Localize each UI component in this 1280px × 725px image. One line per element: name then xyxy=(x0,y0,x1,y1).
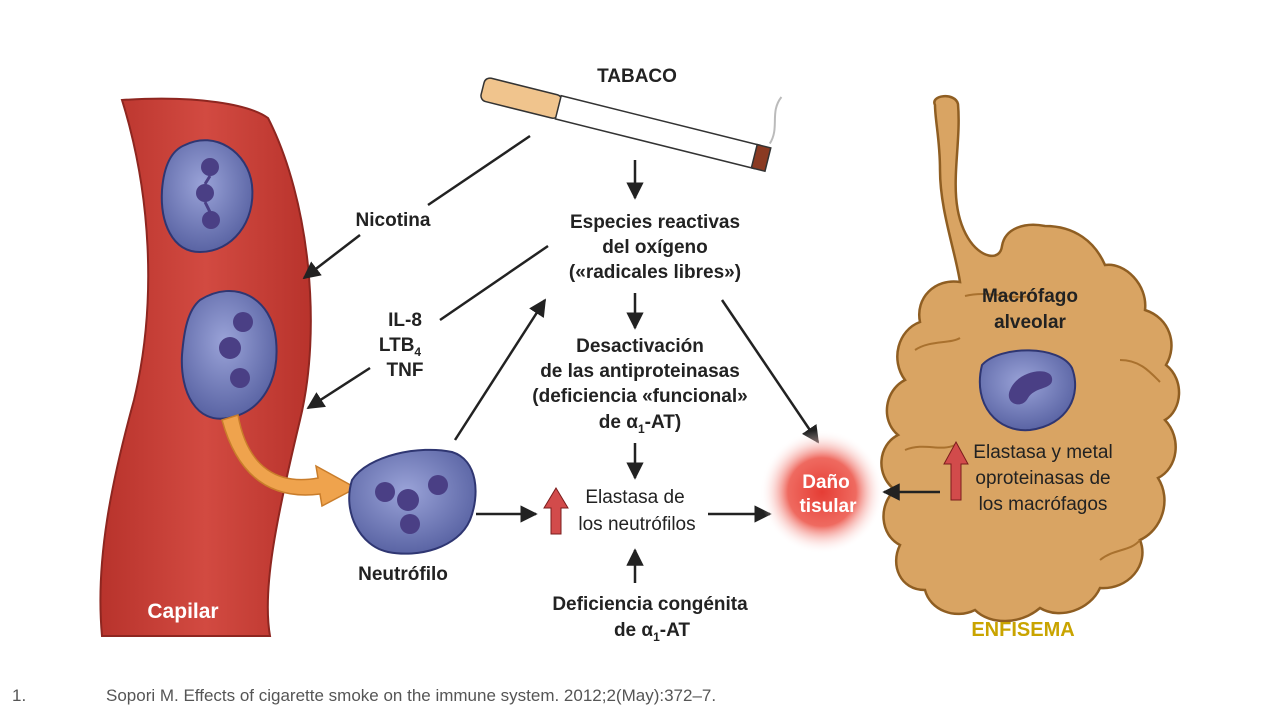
enfisema-label: ENFISEMA xyxy=(971,619,1074,641)
svg-text:Daño: Daño xyxy=(802,472,850,493)
svg-text:del oxígeno: del oxígeno xyxy=(602,237,708,258)
increase-arrow-macrophage xyxy=(943,440,969,501)
svg-text:Macrófago: Macrófago xyxy=(982,286,1078,307)
neutrofilo-label: Neutrófilo xyxy=(358,564,448,585)
increase-arrow-neutrophil xyxy=(543,487,569,535)
svg-text:oproteinasas de: oproteinasas de xyxy=(975,468,1110,489)
svg-text:Desactivación: Desactivación xyxy=(576,336,704,357)
congenita-block: Deficiencia congénita de α1-AT xyxy=(552,594,748,644)
svg-text:de α1-AT): de α1-AT) xyxy=(599,412,681,436)
elastasa-neutrofilos-block: Elastasa de los neutrófilos xyxy=(578,487,695,535)
svg-text:de α1-AT: de α1-AT xyxy=(614,620,690,644)
dano-tisular-circle xyxy=(760,430,884,554)
mediators-arrow xyxy=(306,366,371,410)
svg-text:los neutrófilos: los neutrófilos xyxy=(578,514,695,535)
svg-text:Deficiencia congénita: Deficiencia congénita xyxy=(552,594,748,615)
dano-tisular-label: Daño tisular xyxy=(799,472,857,517)
nicotina-arrow xyxy=(302,234,361,280)
especies-reactivas-block: Especies reactivas del oxígeno («radical… xyxy=(569,212,741,283)
svg-text:Elastasa de: Elastasa de xyxy=(585,487,684,508)
elastasa-macrofagos-block: Elastasa y metal oproteinasas de los mac… xyxy=(973,442,1112,515)
reference-citation: 1. Sopori M. Effects of cigarette smoke … xyxy=(0,686,1280,716)
tnf-label: TNF xyxy=(387,360,424,381)
reference-number: 1. xyxy=(12,686,27,705)
nicotina-label: Nicotina xyxy=(356,210,431,231)
svg-text:alveolar: alveolar xyxy=(994,312,1066,333)
tabaco-label: TABACO xyxy=(597,66,677,87)
desactivacion-block: Desactivación de las antiproteinasas (de… xyxy=(532,336,747,436)
capilar-label: Capilar xyxy=(147,600,218,623)
macrophage-cell xyxy=(978,349,1077,432)
neutrophil-cell xyxy=(348,448,477,555)
svg-text:(«radicales libres»): («radicales libres») xyxy=(569,262,741,283)
svg-text:tisular: tisular xyxy=(799,496,857,517)
capillary-cell-1 xyxy=(160,139,254,254)
tabaco-to-nicotina-line xyxy=(427,134,531,207)
svg-text:Especies reactivas: Especies reactivas xyxy=(570,212,740,233)
especies-to-dano-arrow xyxy=(720,299,820,444)
ltb4-label: LTB4 xyxy=(379,335,422,359)
svg-text:los macrófagos: los macrófagos xyxy=(979,494,1108,515)
neutrophil-to-especies-arrow xyxy=(453,298,547,441)
migration-arrow xyxy=(221,414,358,508)
especies-to-mediators-line xyxy=(439,244,549,322)
il8-label: IL-8 xyxy=(388,310,422,331)
reference-text: Sopori M. Effects of cigarette smoke on … xyxy=(106,686,717,705)
macrofago-label: Macrófago alveolar xyxy=(982,286,1078,333)
capillary-cell-2 xyxy=(180,290,278,420)
svg-text:Elastasa y metal: Elastasa y metal xyxy=(973,442,1112,463)
svg-text:de las antiproteinasas: de las antiproteinasas xyxy=(540,361,740,382)
cigarette-icon xyxy=(480,77,783,173)
svg-text:(deficiencia «funcional»: (deficiencia «funcional» xyxy=(532,386,747,407)
